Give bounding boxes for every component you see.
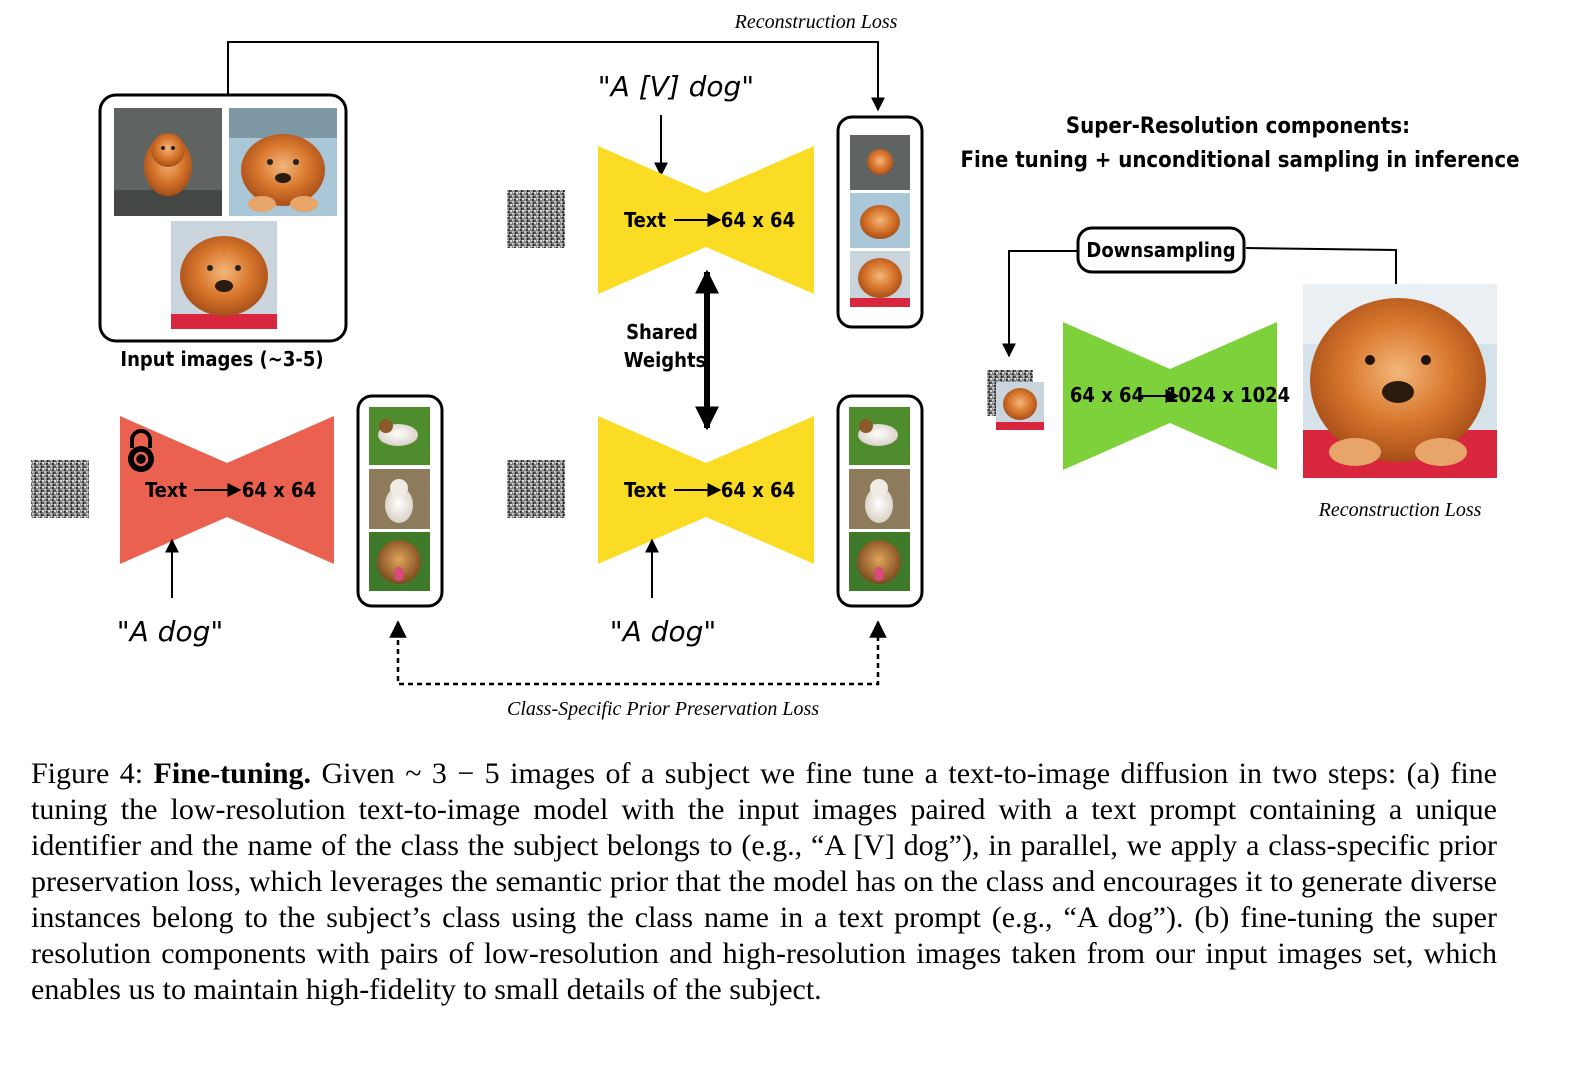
downsampling-left-connector (1002, 250, 1078, 358)
top-model-text-label: Text (624, 208, 666, 232)
figure-diagram: Reconstruction Loss Input images (~3-5) … (31, 11, 1520, 720)
left-output-dog-photo-1 (369, 407, 430, 465)
shared-weights-label-line1: Shared (626, 320, 698, 344)
low-res-input-stack (987, 370, 1044, 430)
noise-image-bottom (507, 460, 565, 518)
top-output-box (836, 115, 924, 329)
caption-prefix: Figure 4: (31, 757, 154, 790)
input-dog-photo-1 (114, 108, 222, 216)
bottom-model-text-label: Text (624, 478, 666, 502)
input-dog-photo-3 (171, 221, 277, 329)
left-dog-prompt: "A dog" (117, 615, 224, 648)
bottom-output-dog-photo-3 (849, 532, 910, 591)
figure-caption: Figure 4: Fine-tuning. Given ~ 3 − 5 ima… (31, 756, 1497, 1008)
input-images-box (98, 93, 348, 343)
lock-icon (128, 429, 154, 472)
bottom-model-resolution: 64 x 64 (721, 478, 795, 502)
high-res-dog-photo (1303, 284, 1497, 478)
top-output-dog-photo-3 (850, 251, 910, 307)
top-output-dog-photo-1 (850, 135, 910, 190)
downsampling-label: Downsampling (1086, 238, 1235, 262)
top-reconstruction-loss-label: Reconstruction Loss (734, 11, 898, 33)
frozen-model-text-label: Text (145, 478, 187, 502)
prior-preservation-loss-label: Class-Specific Prior Preservation Loss (507, 698, 819, 720)
sr-heading-line1: Super-Resolution components: (1066, 114, 1410, 139)
mid-dog-prompt: "A dog" (610, 615, 717, 648)
sr-input-resolution: 64 x 64 (1070, 383, 1144, 407)
input-images-label: Input images (~3-5) (120, 347, 323, 371)
noise-image-left (31, 460, 89, 518)
vdog-prompt: "A [V] dog" (598, 70, 754, 103)
sr-reconstruction-loss-label: Reconstruction Loss (1318, 499, 1482, 521)
caption-bold: Fine-tuning. (153, 757, 312, 790)
frozen-model-resolution: 64 x 64 (242, 478, 316, 502)
top-model-resolution: 64 x 64 (721, 208, 795, 232)
top-output-dog-photo-2 (850, 193, 910, 248)
left-output-dog-photo-3 (369, 532, 430, 591)
caption-body: Given ~ 3 − 5 images of a subject we fin… (31, 757, 1497, 1006)
prior-preservation-connector (389, 620, 887, 686)
sr-heading-line2: Fine tuning + unconditional sampling in … (960, 148, 1519, 173)
input-dog-photo-2 (229, 108, 337, 216)
bottom-output-dog-photo-1 (849, 407, 910, 465)
shared-weights-label-line2: Weights (624, 348, 707, 372)
bottom-output-dog-photo-2 (849, 469, 910, 529)
bottom-output-box (836, 394, 924, 608)
downsampling-box (1076, 226, 1246, 274)
left-output-box (356, 394, 444, 608)
noise-image-top (507, 190, 565, 248)
reconstruction-loss-connector (227, 41, 885, 112)
left-output-dog-photo-2 (369, 469, 430, 529)
sr-output-resolution: 1024 x 1024 (1166, 383, 1290, 407)
downsampling-right-connector (1245, 247, 1397, 284)
